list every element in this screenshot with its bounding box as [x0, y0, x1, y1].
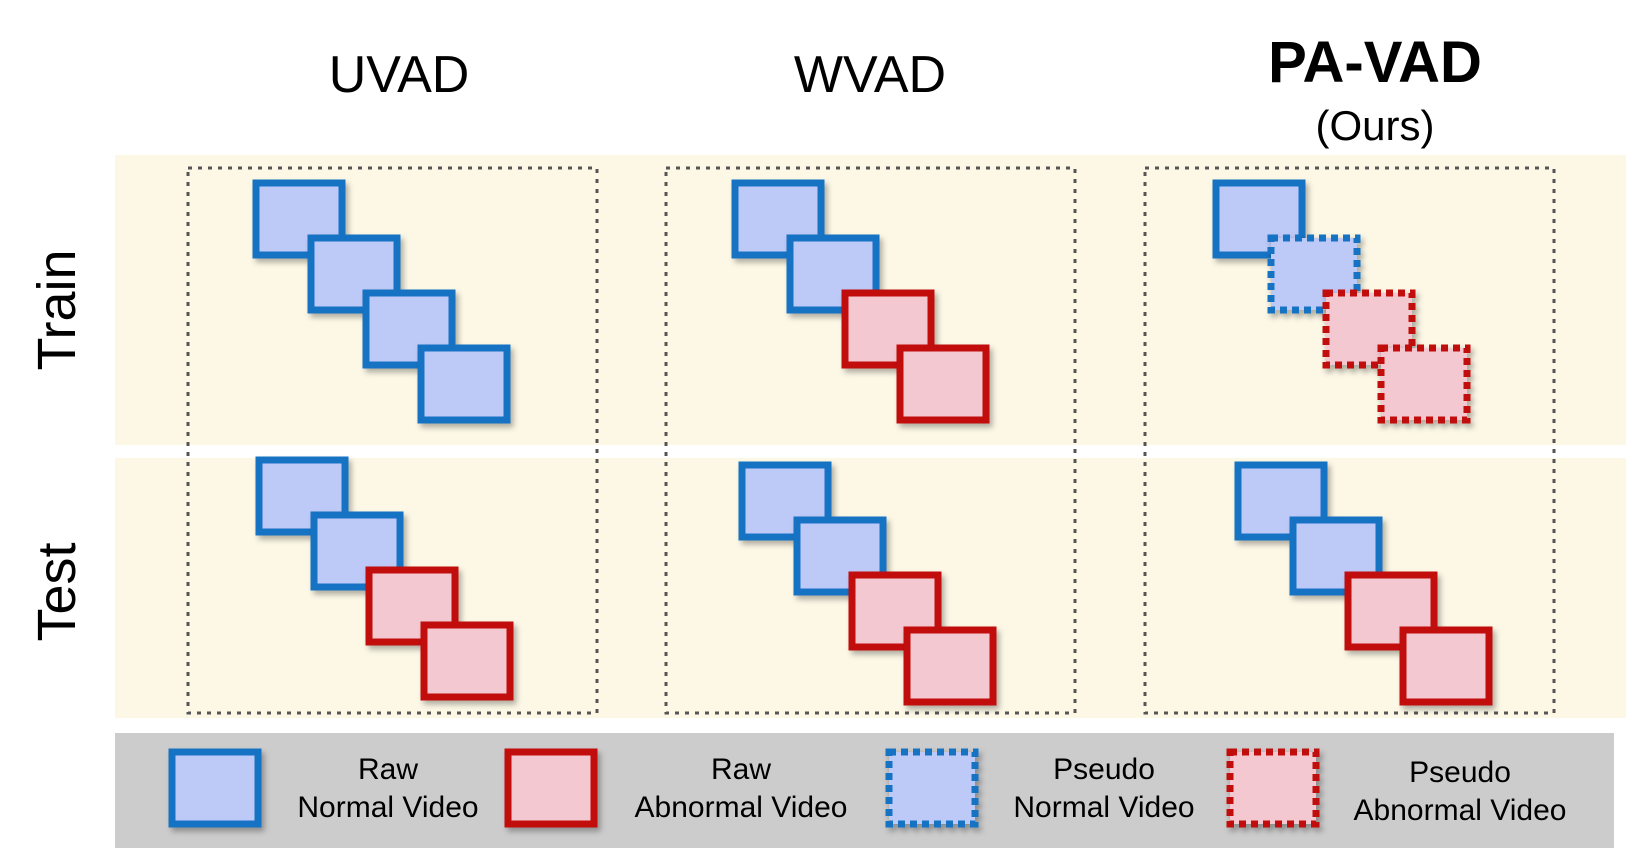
pavad-column-frame	[1143, 166, 1556, 715]
legend-swatch-pseudo-abnormal	[1226, 748, 1320, 828]
legend-label-raw-abnormal-line1: Raw	[711, 753, 771, 786]
panel-wvad-test	[738, 461, 997, 706]
wvad-column-frame	[664, 166, 1077, 715]
row-label-train: Train	[27, 249, 87, 370]
legend-item-pseudo-normal: Pseudo Normal Video	[885, 748, 1195, 828]
panel-wvad-train	[731, 179, 990, 424]
pseudo-abnormal-video-clip	[1377, 344, 1471, 424]
column-title-uvad: UVAD	[329, 46, 470, 104]
legend-label-pseudo-abnormal-line1: Pseudo	[1409, 756, 1511, 789]
raw-abnormal-video-clip	[896, 344, 990, 424]
pseudo-normal-video-clip	[1267, 234, 1361, 314]
legend-label-pseudo-normal-line2: Normal Video	[1013, 791, 1194, 824]
raw-normal-swatch-box	[168, 748, 262, 828]
legend-label-pseudo-normal-line1: Pseudo	[1053, 753, 1155, 786]
row-label-test: Test	[27, 542, 87, 641]
raw-normal-video-clip	[1289, 516, 1383, 596]
legend-item-pseudo-abnormal: Pseudo Abnormal Video	[1226, 748, 1567, 828]
raw-normal-video-clip	[307, 234, 401, 314]
column-title-pavad: PA-VAD	[1268, 30, 1482, 95]
legend-swatch-raw-abnormal	[504, 748, 598, 828]
raw-normal-video-clip	[362, 289, 456, 369]
panel-pavad-test	[1234, 461, 1493, 706]
panel-pavad-train	[1212, 179, 1471, 424]
column-subtitle-pavad: (Ours)	[1316, 102, 1435, 149]
legend-label-raw-abnormal-line2: Abnormal Video	[635, 791, 848, 824]
pseudo-abnormal-swatch-box	[1226, 748, 1320, 828]
raw-abnormal-video-clip	[420, 621, 514, 701]
legend-label-pseudo-abnormal-line2: Abnormal Video	[1354, 794, 1567, 827]
raw-abnormal-video-clip	[1399, 626, 1493, 706]
raw-abnormal-video-clip	[903, 626, 997, 706]
legend-label-raw-normal-line1: Raw	[358, 753, 418, 786]
panel-uvad-train	[252, 179, 511, 424]
raw-normal-video-clip	[255, 456, 349, 536]
raw-abnormal-swatch-box	[504, 748, 598, 828]
panel-uvad-test	[255, 456, 514, 701]
legend-swatch-raw-normal	[168, 748, 262, 828]
legend-label-raw-normal-line2: Normal Video	[297, 791, 478, 824]
uvad-column-frame	[186, 166, 599, 715]
legend-item-raw-normal: Raw Normal Video	[168, 748, 479, 828]
legend-swatch-pseudo-normal	[885, 748, 979, 828]
pseudo-normal-swatch-box	[885, 748, 979, 828]
raw-normal-video-clip	[417, 344, 511, 424]
legend-item-raw-abnormal: Raw Abnormal Video	[504, 748, 848, 828]
column-title-wvad: WVAD	[794, 46, 946, 104]
legend-background	[115, 733, 1614, 848]
